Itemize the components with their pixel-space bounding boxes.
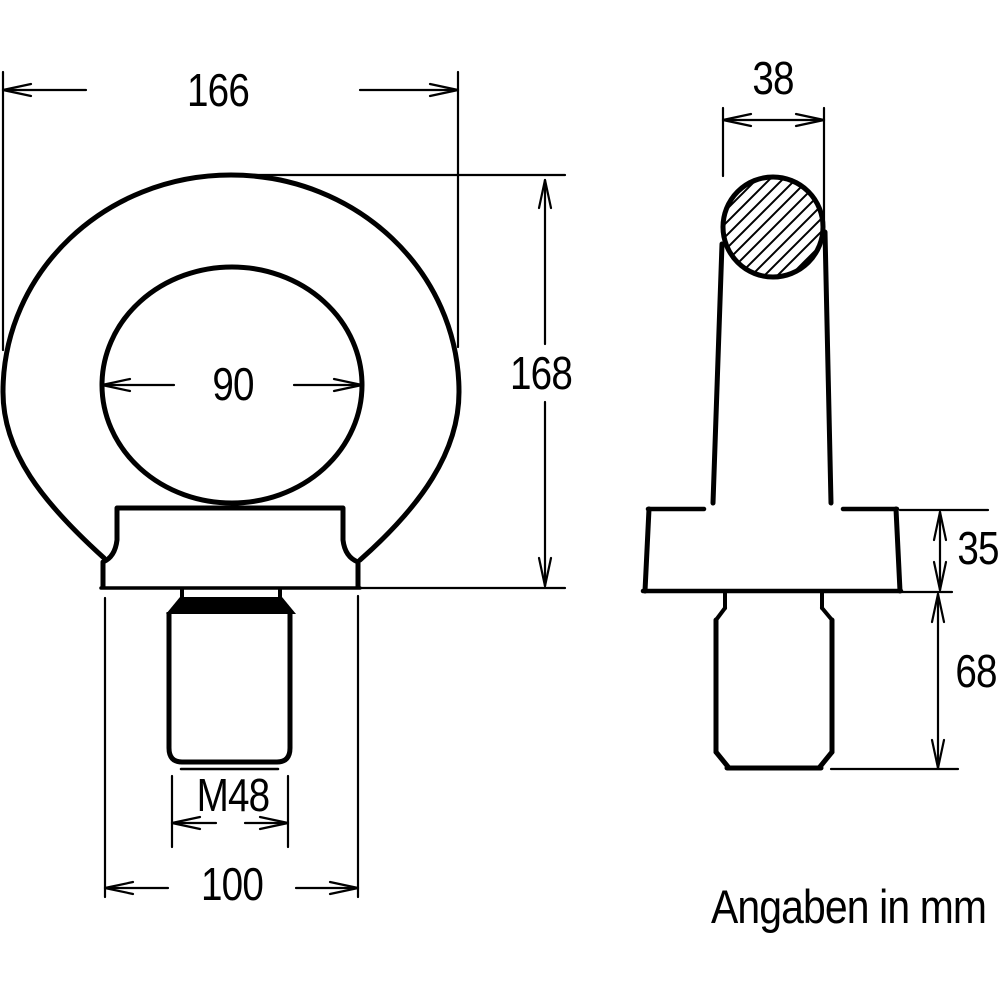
side-shank-length-label: 68 xyxy=(955,645,997,697)
front-thread-undercut xyxy=(166,597,296,614)
front-dim-100 xyxy=(103,594,360,899)
front-height-label: 168 xyxy=(510,347,573,399)
front-dim-166 xyxy=(1,70,460,352)
side-dim-68 xyxy=(829,592,960,771)
side-collar-outline xyxy=(640,506,904,594)
front-collar-outline xyxy=(100,505,361,588)
side-ring-section-label: 38 xyxy=(752,52,794,104)
front-outer-width-label: 166 xyxy=(187,64,250,116)
side-body-taper xyxy=(710,229,834,506)
side-shank-outline xyxy=(713,591,835,771)
front-thread-body xyxy=(166,612,293,765)
front-dim-90 xyxy=(100,377,364,393)
side-dim-35 xyxy=(898,508,990,594)
side-collar-height-label: 35 xyxy=(957,522,999,574)
front-eye-diameter-label: 90 xyxy=(212,358,254,410)
front-dim-m48 xyxy=(170,774,290,849)
side-dim-38 xyxy=(721,106,826,234)
front-collar-width-label: 100 xyxy=(201,858,264,910)
units-note: Angaben in mm xyxy=(711,880,987,933)
front-dim-168 xyxy=(230,173,567,590)
side-ring-section xyxy=(720,174,826,280)
front-thread-label: M48 xyxy=(196,769,270,821)
